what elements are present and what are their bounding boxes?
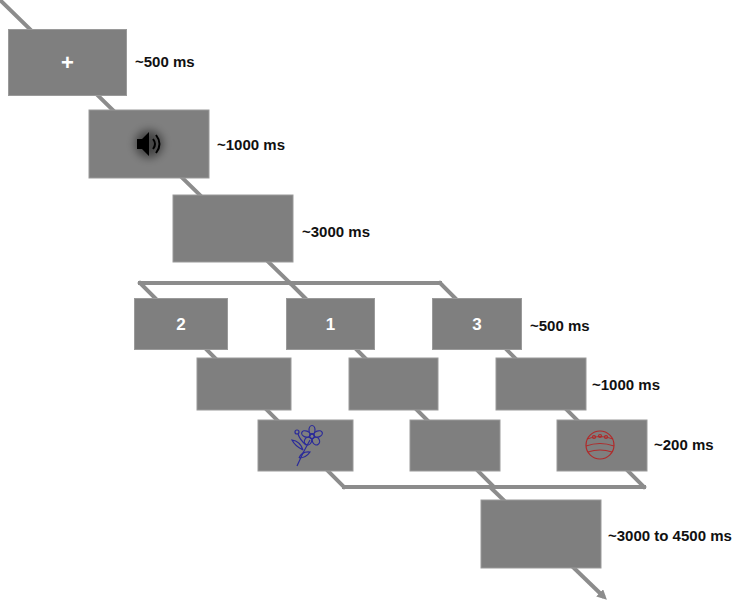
screen-box: + <box>8 29 127 96</box>
duration-label: ~200 ms <box>654 437 714 452</box>
cue-number: 3 <box>472 316 481 333</box>
screen-box: 3 <box>432 298 522 350</box>
duration-label: ~500 ms <box>530 318 590 333</box>
cue-number: 1 <box>326 316 335 333</box>
fixation-cross: + <box>61 52 74 74</box>
flower-picture <box>292 426 323 467</box>
timeline-lines <box>0 0 644 487</box>
duration-label: ~1000 ms <box>592 377 660 392</box>
duration-label: ~3000 to 4500 ms <box>608 528 732 543</box>
duration-label: ~1000 ms <box>217 137 285 152</box>
speaker-icon <box>135 130 163 158</box>
screen-box: 2 <box>134 298 228 350</box>
cue-number: 2 <box>176 316 185 333</box>
duration-label: ~3000 ms <box>302 224 370 239</box>
ball-picture <box>586 431 614 459</box>
blank-screens <box>89 110 647 568</box>
duration-label: ~500 ms <box>135 54 195 69</box>
screen-box: 1 <box>286 298 375 350</box>
